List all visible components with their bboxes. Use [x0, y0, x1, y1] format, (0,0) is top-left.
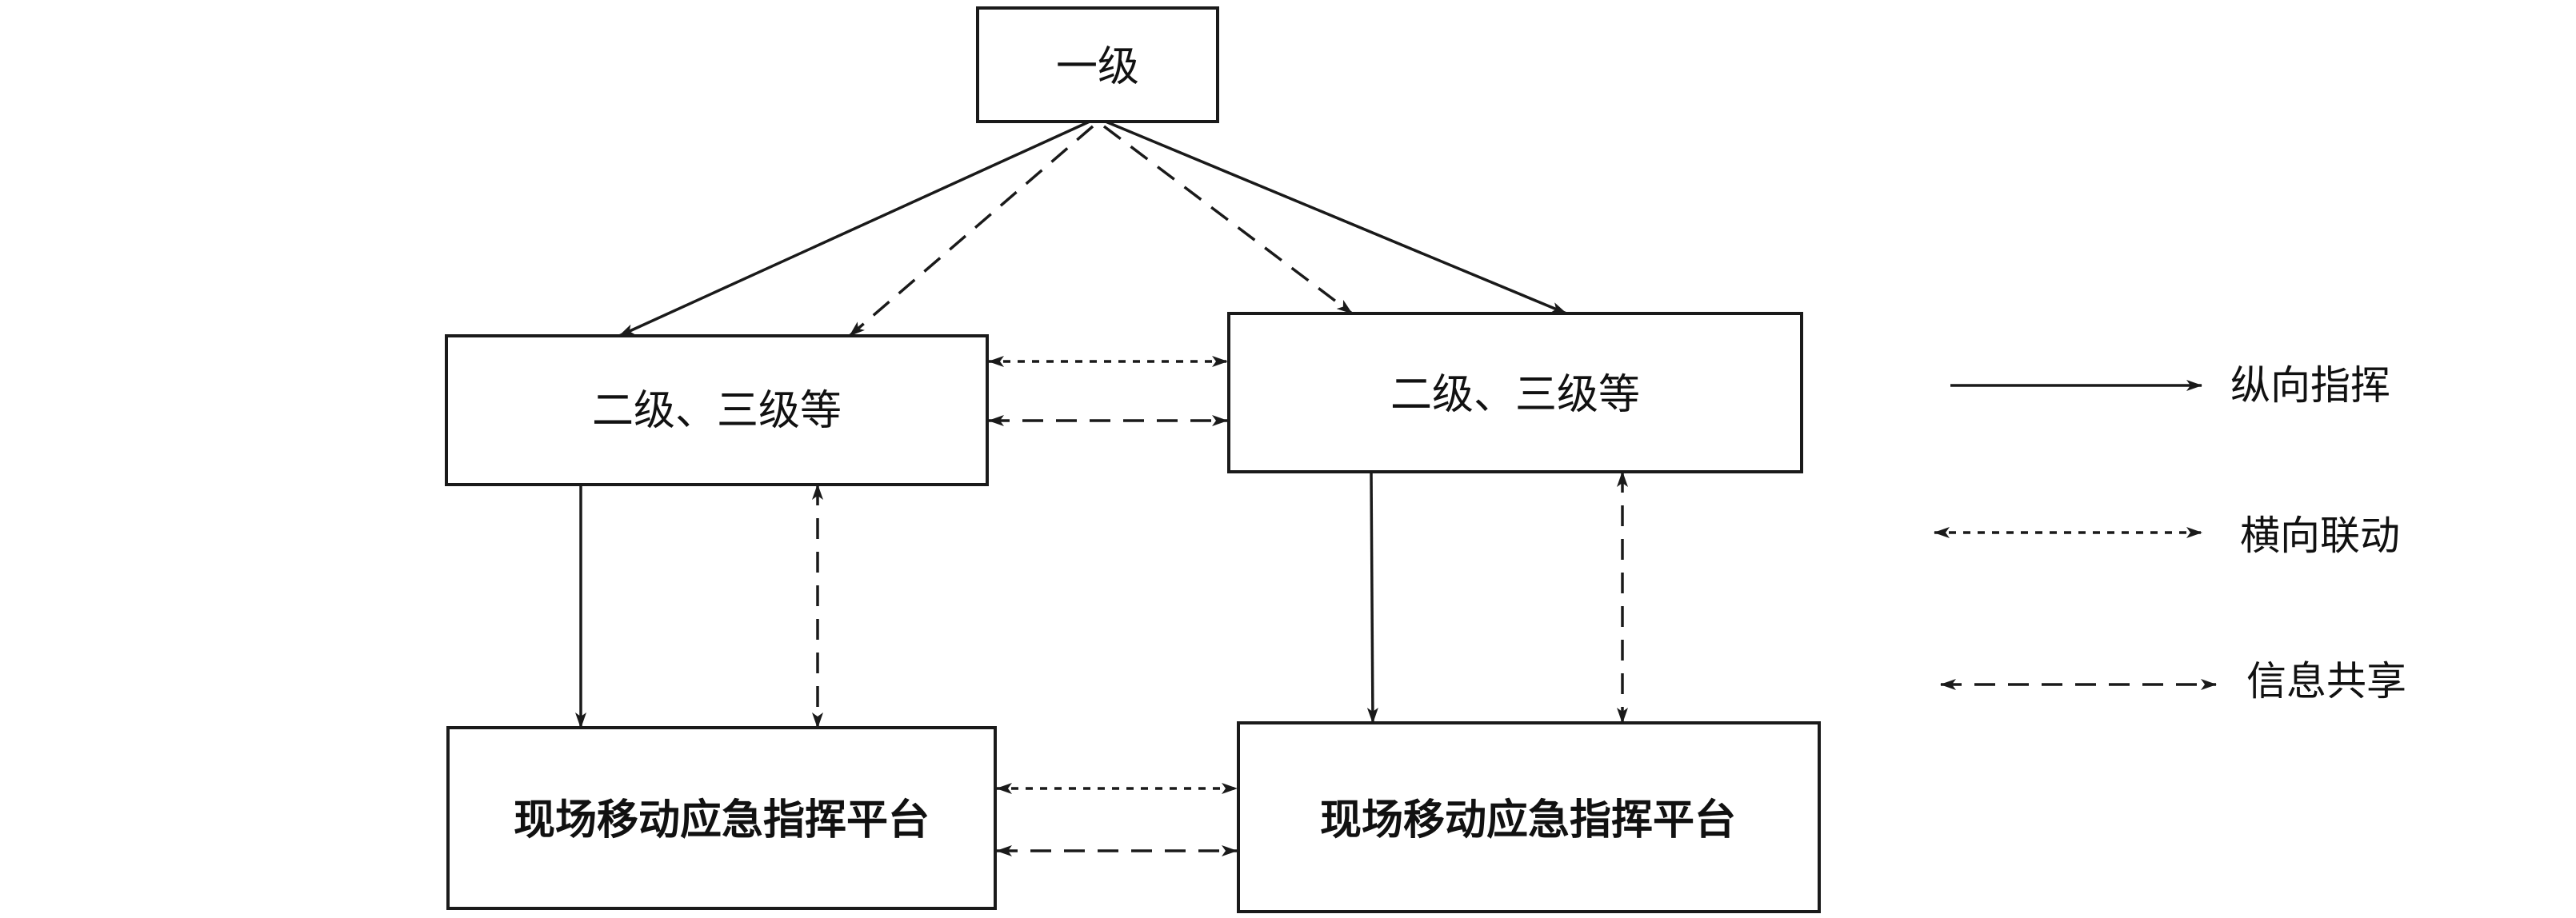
info-level1-to-level2-right	[1102, 125, 1354, 315]
node-platform-left: 现场移动应急指挥平台	[446, 726, 997, 910]
node-platform-left-label: 现场移动应急指挥平台	[514, 796, 930, 844]
node-level1-label: 一级	[1056, 43, 1139, 91]
legend-info-sharing: 信息共享	[1940, 658, 2406, 704]
node-level2-left: 二级、三级等	[445, 334, 989, 486]
node-level1: 一级	[976, 6, 1219, 123]
node-level2-right-label: 二级、三级等	[1390, 371, 1640, 419]
legend-horizontal-linkage: 横向联动	[1934, 513, 2400, 559]
node-level2-left-label: 二级、三级等	[592, 387, 842, 435]
legend-vertical-command-label: 纵向指挥	[2230, 362, 2390, 409]
legend: 纵向指挥 横向联动 信息共享	[1934, 362, 2406, 704]
node-platform-right: 现场移动应急指挥平台	[1237, 721, 1821, 913]
legend-horizontal-linkage-label: 横向联动	[2240, 513, 2400, 559]
legend-vertical-command: 纵向指挥	[1950, 362, 2390, 409]
edge-level1-to-level2-right	[1105, 120, 1567, 315]
node-platform-right-label: 现场移动应急指挥平台	[1320, 796, 1736, 844]
node-level2-right: 二级、三级等	[1227, 312, 1803, 473]
edge-level1-to-level2-left	[618, 120, 1090, 337]
info-level1-to-level2-left	[848, 125, 1094, 337]
edge-level2-right-to-platform-right	[1366, 471, 1378, 724]
legend-info-sharing-label: 信息共享	[2246, 658, 2406, 704]
